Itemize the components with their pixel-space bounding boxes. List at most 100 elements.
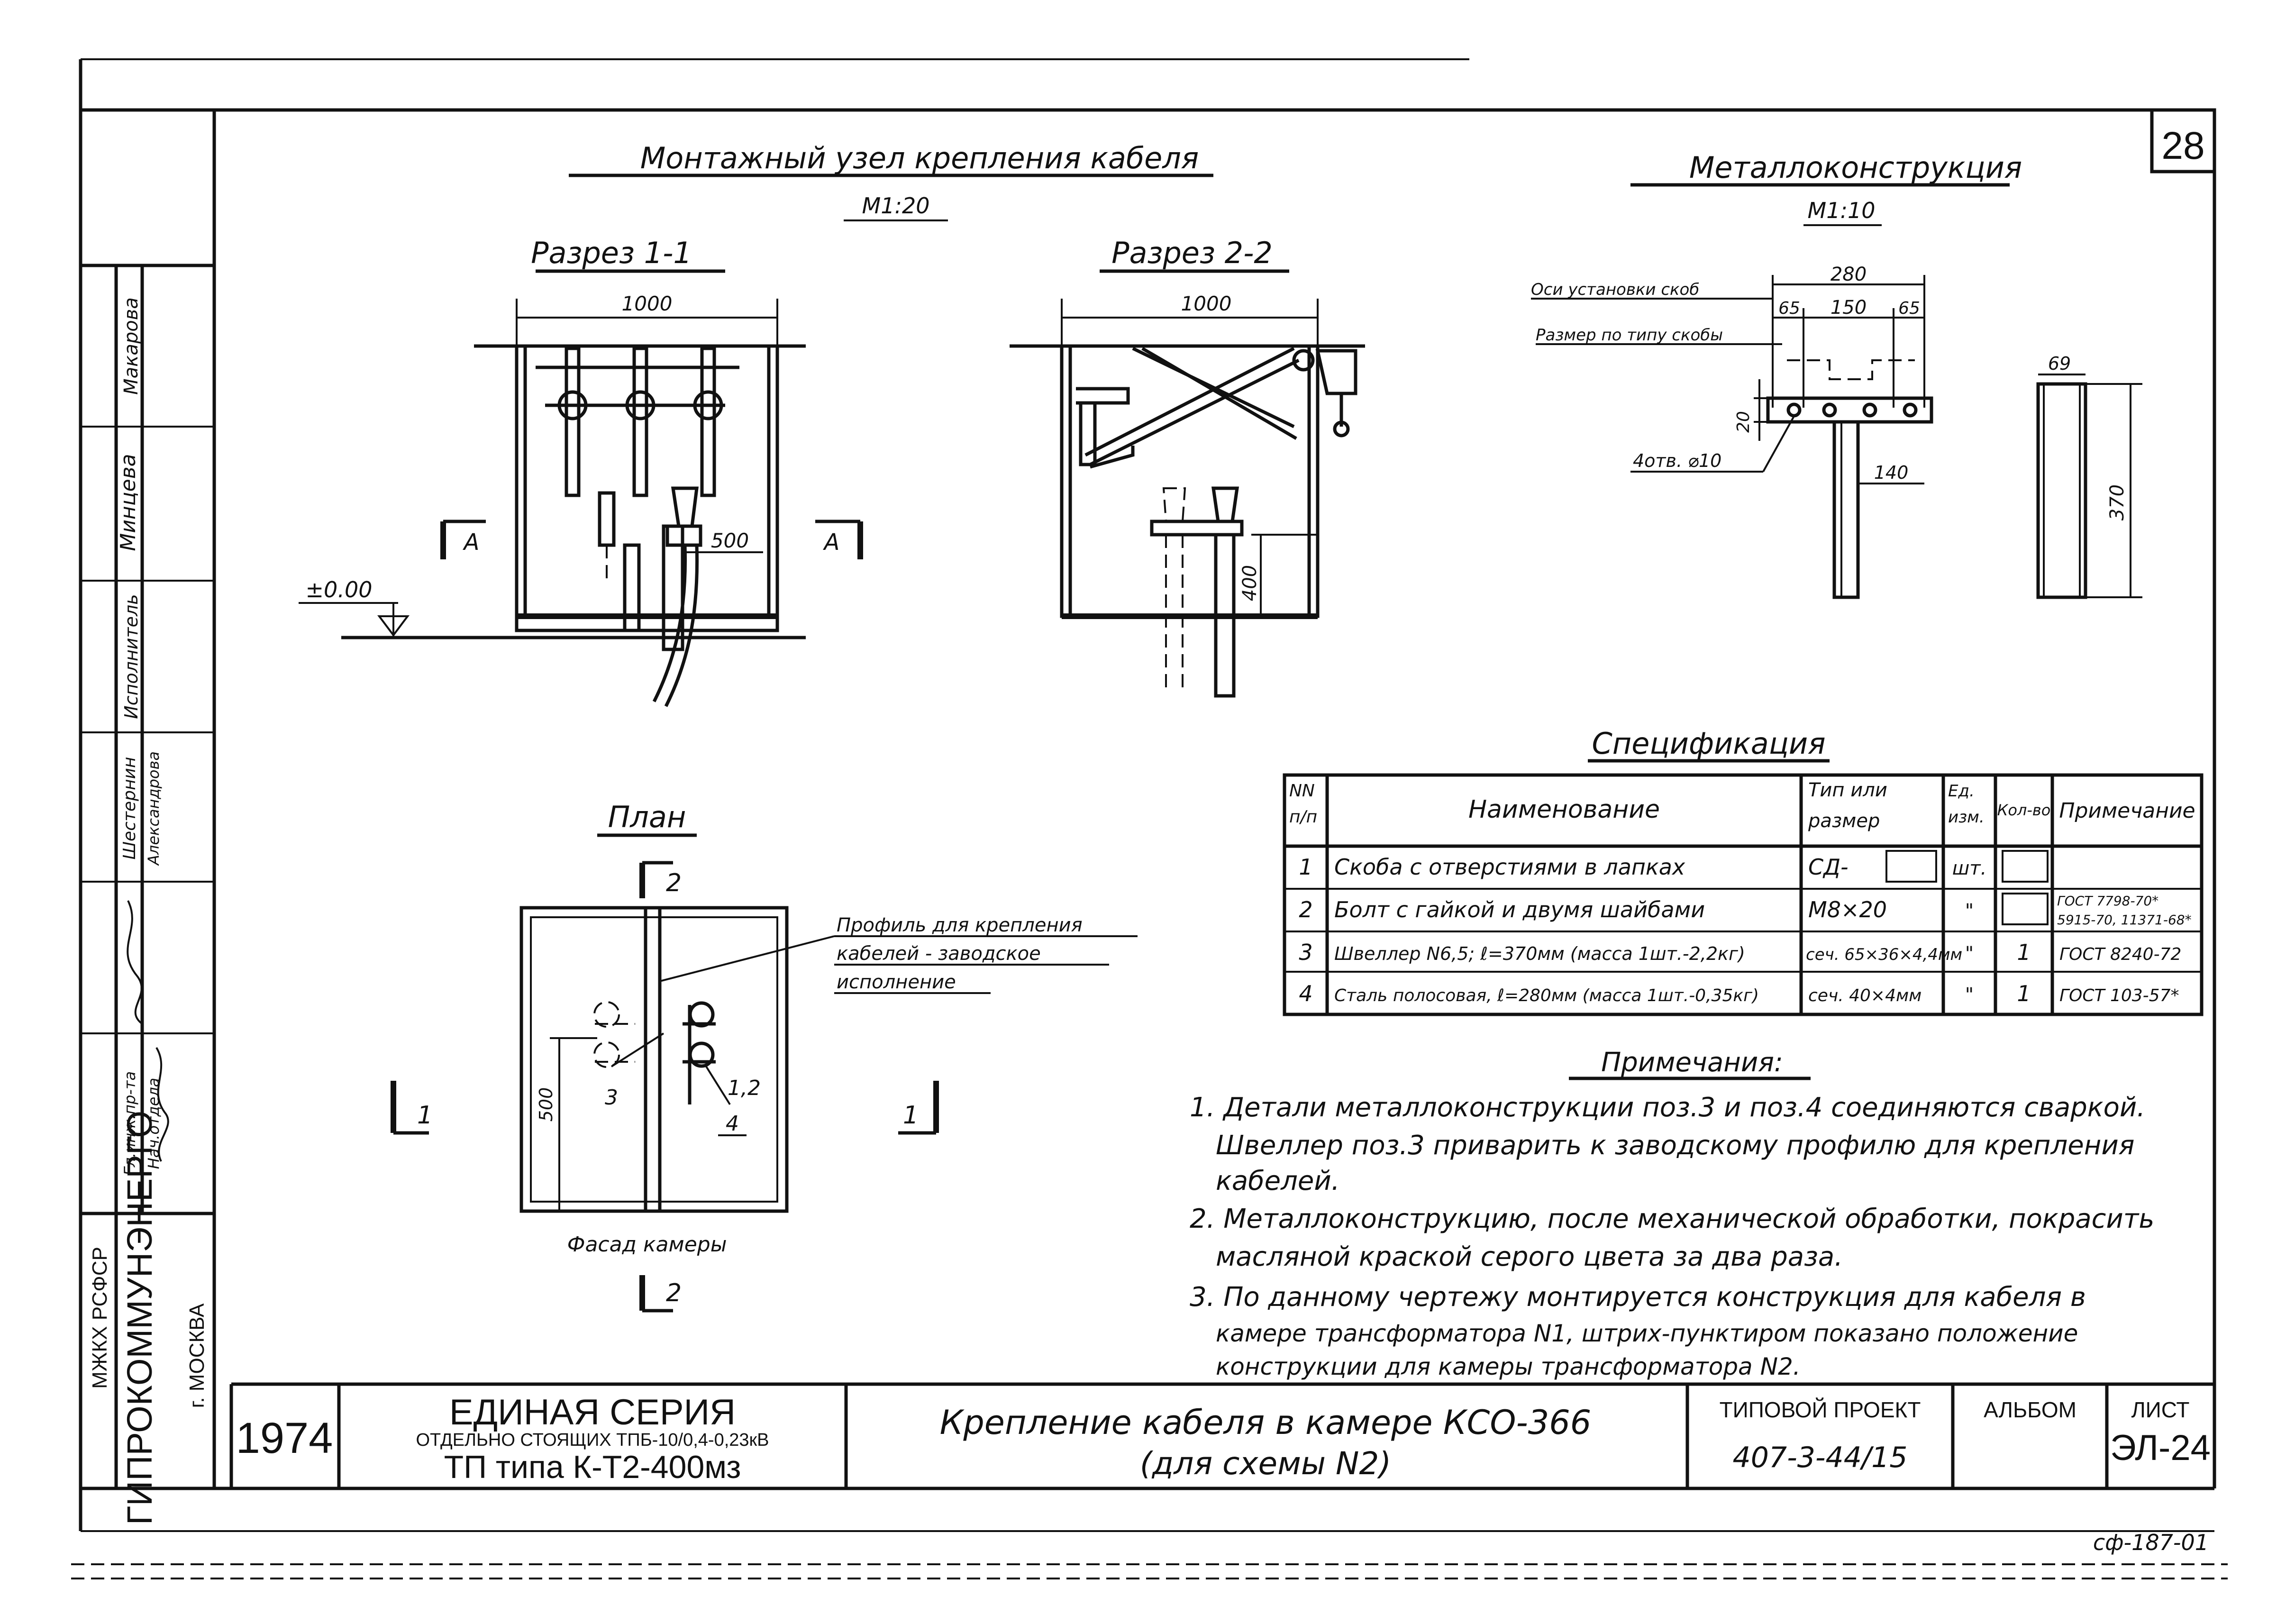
cut-2-bottom: 2 [666, 1279, 682, 1307]
level-mark: ±0.00 [306, 577, 373, 602]
side-stamp: Макарова Минцева Исполнитель Шестернин А… [81, 264, 214, 1525]
dim-140: 140 [1874, 462, 1909, 483]
dim-20: 20 [1734, 411, 1753, 433]
spec-row-4-type: сеч. 40×4мм [1808, 986, 1922, 1005]
spec-row-1-type: СД- [1808, 854, 1849, 880]
spec-row-3-qty: 1 [2017, 940, 2031, 965]
spec-head-type-1: Тип или [1808, 779, 1887, 801]
stamp-org-2: ГИПРОКОММУНЭНЕРГО [120, 1111, 159, 1525]
holes-label: 4отв. ⌀10 [1633, 450, 1721, 471]
spec-head-nn-2: п/п [1289, 807, 1317, 827]
main-title: Монтажный узел крепления кабеля [640, 141, 1199, 175]
spec-row-2-type: М8×20 [1808, 897, 1887, 922]
dim-65-right: 65 [1898, 299, 1920, 318]
profile-label-1: Профиль для крепления [837, 914, 1083, 936]
spec-row-2-n: 2 [1299, 897, 1312, 922]
note-line-7: камере трансформатора N1, штрих-пунктиро… [1216, 1320, 2078, 1347]
stamp-role-5: Гл.инж.пр-та [121, 1071, 139, 1176]
spec-head-unit-2: изм. [1948, 808, 1985, 827]
dim-150: 150 [1831, 297, 1867, 319]
stamp-org-3: г. МОСКВА [185, 1303, 209, 1408]
pos-4: 4 [726, 1112, 739, 1136]
stamp-role-6: Нач.отдела [145, 1078, 163, 1169]
section-1-title: Разрез 1-1 [531, 236, 692, 270]
album-label: АЛЬБОМ [1984, 1397, 2076, 1422]
facade-label: Фасад камеры [567, 1232, 727, 1257]
spec-row-4-n: 4 [1299, 981, 1312, 1006]
spec-head-type-2: размер [1808, 810, 1880, 832]
stamp-role-3: Шестернин [120, 757, 139, 860]
spec-row-2-unit: " [1965, 900, 1974, 922]
plan-dim-500: 500 [536, 1087, 556, 1122]
spec-head-unit-1: Ед. [1948, 782, 1975, 801]
spec-row-3-name: Швеллер N6,5; ℓ=370мм (масса 1шт.-2,2кг) [1334, 943, 1745, 964]
title-block: 1974 ЕДИНАЯ СЕРИЯ ОТДЕЛЬНО СТОЯЩИХ ТПБ-1… [229, 1382, 2214, 1488]
note-line-4: 2. Металлоконструкцию, после механическо… [1190, 1204, 2154, 1234]
cut-1-left: 1 [417, 1101, 433, 1130]
section-1-dim-500: 500 [711, 529, 749, 552]
stamp-org-1: МЖКХ РСФСР [88, 1247, 111, 1389]
spec-row-2-name: Болт с гайкой и двумя шайбами [1334, 897, 1705, 922]
signature-mark-2 [155, 1047, 169, 1162]
metal-title: Металлоконструкция [1689, 150, 2022, 185]
cut-1-right: 1 [903, 1101, 919, 1130]
page-number: 28 [2161, 124, 2204, 167]
cut-2-top: 2 [666, 869, 682, 897]
spec-row-3-n: 3 [1299, 940, 1312, 965]
plan-title: План [608, 800, 686, 834]
spec-row-2-note-1: ГОСТ 7798-70* [2057, 893, 2158, 909]
dim-65-left: 65 [1778, 299, 1800, 318]
spec-row-1-n: 1 [1299, 854, 1312, 880]
metal-scale: М1:10 [1808, 198, 1876, 223]
stamp-role-2: Исполнитель [121, 594, 142, 719]
title-series-3: ТП типа К-Т2-400мз [444, 1449, 741, 1485]
project-value: 407-3-44/15 [1733, 1441, 1908, 1474]
profile-label-3: исполнение [837, 971, 956, 993]
plan-view: План 2 500 3 1,2 4 Профиль для крепления [391, 800, 1138, 1313]
document-code: сф-187-01 [2093, 1530, 2209, 1555]
label-size: Размер по типу скобы [1536, 326, 1723, 345]
spec-row-3-note: ГОСТ 8240-72 [2059, 945, 2181, 964]
cut-a-right: А [823, 529, 840, 556]
spec-row-4-note: ГОСТ 103-57* [2059, 986, 2179, 1005]
pos-1-2: 1,2 [728, 1076, 761, 1100]
notes-title: Примечания: [1601, 1047, 1783, 1078]
title-series-2: ОТДЕЛЬНО СТОЯЩИХ ТПБ-10/0,4-0,23кВ [416, 1430, 769, 1450]
cut-a-left: А [463, 529, 480, 556]
section-2-title: Разрез 2-2 [1111, 236, 1273, 270]
drawing-title-1: Крепление кабеля в камере КСО-366 [940, 1403, 1592, 1442]
spec-head-nn-1: NN [1289, 781, 1315, 801]
spec-title: Спецификация [1592, 726, 1825, 761]
stamp-signature-1: Минцева [116, 454, 140, 551]
spec-row-4-unit: " [1965, 984, 1974, 1006]
spec-table: NN п/п Наименование Тип или размер Ед. и… [1283, 773, 2204, 1016]
spec-row-3-unit: " [1965, 943, 1974, 965]
note-line-1: 1. Детали металлоконструкции поз.3 и поз… [1190, 1092, 2145, 1123]
metal-construction: Металлоконструкция М1:10 Оси установки с… [1531, 150, 2142, 599]
dim-69: 69 [2048, 353, 2071, 374]
stamp-role-4: Александрова [145, 751, 163, 866]
dim-370: 370 [2106, 484, 2128, 520]
stamp-role-1: Макарова [120, 297, 142, 395]
profile-label-2: кабелей - заводское [837, 943, 1041, 965]
section-1-1: Разрез 1-1 1000 500 [299, 236, 863, 707]
drawing-title-2: (для схемы N2) [1140, 1445, 1391, 1482]
sheet-value: ЭЛ-24 [2110, 1428, 2211, 1468]
note-line-5: масляной краской серого цвета за два раз… [1216, 1241, 1843, 1272]
signature-mark-1 [127, 900, 143, 1025]
sheet-label: ЛИСТ [2131, 1397, 2189, 1422]
spec-head-qty: Кол-во [1997, 801, 2051, 819]
section-2-width: 1000 [1181, 292, 1232, 315]
spec-head-note: Примечание [2059, 799, 2195, 823]
label-axes: Оси установки скоб [1531, 280, 1699, 299]
title-year: 1974 [236, 1414, 333, 1462]
section-1-width: 1000 [622, 292, 673, 315]
section-2-dim-400: 400 [1239, 565, 1261, 601]
spec-row-3-type: сеч. 65×36×4,4мм [1806, 945, 1962, 964]
spec-row-1-unit: шт. [1952, 858, 1987, 879]
spec-row-2-note-2: 5915-70, 11371-68* [2057, 912, 2192, 928]
spec-head-name: Наименование [1468, 795, 1660, 824]
project-label: ТИПОВОЙ ПРОЕКТ [1720, 1397, 1921, 1422]
spec-row-4-qty: 1 [2017, 981, 2031, 1006]
